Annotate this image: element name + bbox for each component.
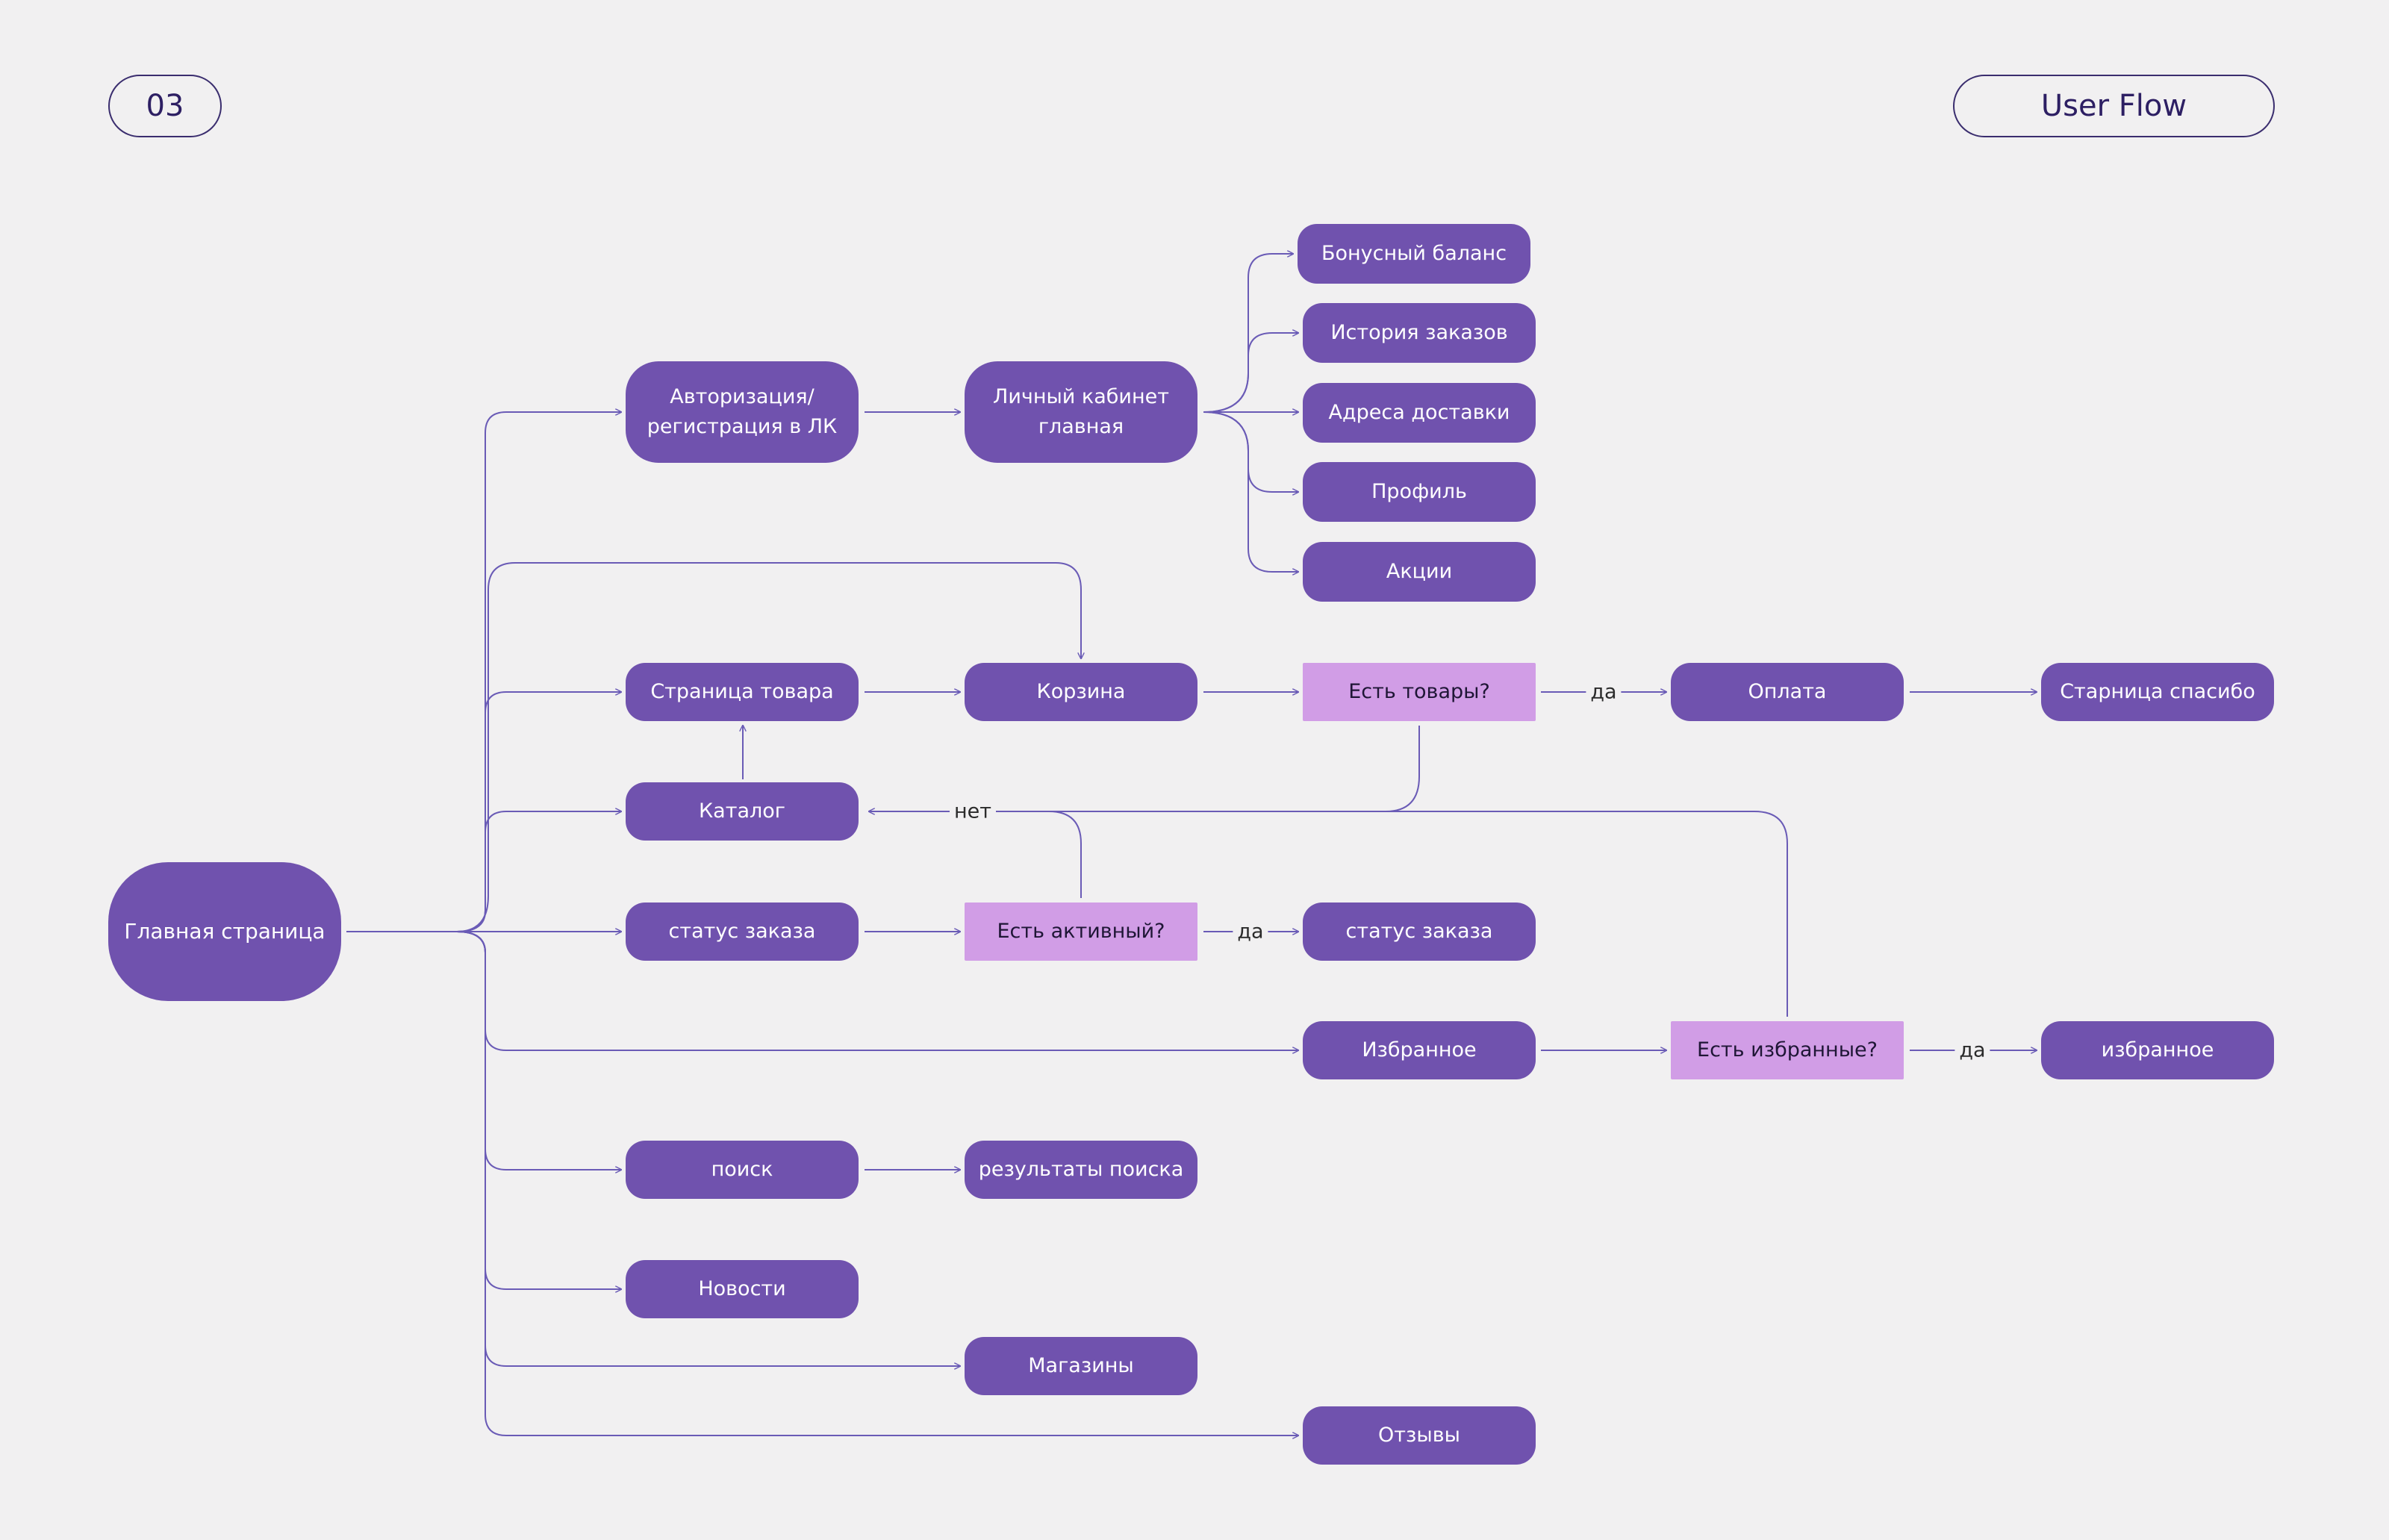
- connector-hasfav-catalog: [1386, 811, 1788, 1017]
- flow-node-promo: Акции: [1303, 542, 1536, 602]
- flow-node-thanks: Старница спасибо: [2041, 663, 2274, 721]
- flow-node-cart: Корзина: [965, 663, 1197, 721]
- flow-node-search: поиск: [626, 1141, 859, 1199]
- edge-label-has-items-catalog: нет: [950, 799, 996, 823]
- flow-node-reviews: Отзывы: [1303, 1406, 1536, 1465]
- flow-node-order-status: статус заказа: [626, 903, 859, 961]
- flow-node-results: результаты поиска: [965, 1141, 1197, 1199]
- connector-cabinet-history: [1203, 333, 1298, 413]
- connector-cabinet-promo: [1203, 411, 1298, 572]
- diagram-title: User Flow: [1953, 75, 2275, 137]
- flow-node-home: Главная страница: [108, 862, 341, 1001]
- connector-home-reviews: [456, 931, 1298, 1435]
- flow-node-catalog: Каталог: [626, 782, 859, 841]
- flow-node-stores: Магазины: [965, 1337, 1197, 1395]
- connector-home-auth: [456, 412, 621, 932]
- decision-node-has-items: Есть товары?: [1303, 663, 1536, 721]
- flow-node-payment: Оплата: [1671, 663, 1904, 721]
- connector-home-news: [456, 931, 621, 1289]
- flow-node-fav-list: избранное: [2041, 1021, 2274, 1079]
- connector-hasactive-catalog: [1048, 811, 1082, 898]
- connector-home-catalog: [456, 811, 621, 932]
- decision-node-has-active: Есть активный?: [965, 903, 1197, 961]
- connector-home-cart: [456, 562, 1081, 932]
- flow-node-address: Адреса доставки: [1303, 383, 1536, 443]
- flow-node-auth: Авторизация/ регистрация в ЛК: [626, 361, 859, 463]
- flow-node-favorites: Избранное: [1303, 1021, 1536, 1079]
- flow-node-history: История заказов: [1303, 303, 1536, 363]
- flow-node-order-status2: статус заказа: [1303, 903, 1536, 961]
- decision-node-has-fav: Есть избранные?: [1671, 1021, 1904, 1079]
- connector-hasitems-catalog: [869, 726, 1420, 811]
- flow-node-cabinet: Личный кабинет главная: [965, 361, 1197, 463]
- edge-label-has-active-order-status2: да: [1233, 920, 1268, 944]
- connector-cabinet-profile: [1203, 411, 1298, 492]
- flow-node-bonus: Бонусный баланс: [1298, 224, 1530, 284]
- page-number-badge: 03: [108, 75, 222, 137]
- flow-node-product: Страница товара: [626, 663, 859, 721]
- flow-node-news: Новости: [626, 1260, 859, 1318]
- flow-node-profile: Профиль: [1303, 462, 1536, 522]
- edge-label-has-items-payment: да: [1586, 680, 1622, 704]
- edge-label-has-fav-fav-list: да: [1955, 1038, 1990, 1062]
